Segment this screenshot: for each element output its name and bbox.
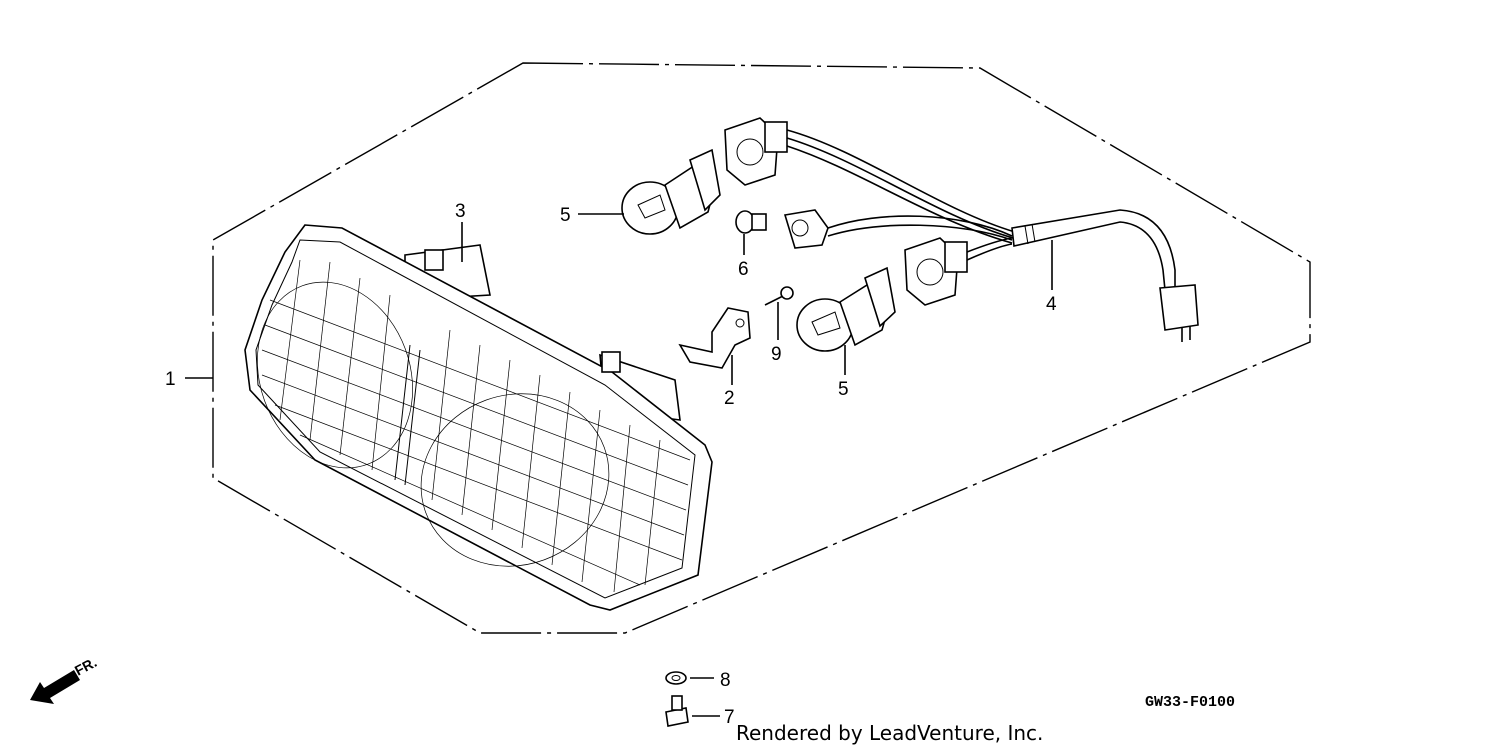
headlight-assembly bbox=[244, 224, 713, 611]
callout-8: 8 bbox=[720, 670, 731, 691]
callout-2: 2 bbox=[724, 388, 735, 409]
callout-4: 4 bbox=[1046, 294, 1057, 315]
screw bbox=[764, 286, 794, 306]
headlight-bulb-lower bbox=[796, 266, 896, 352]
socket-harness bbox=[724, 117, 1199, 342]
mounting-bracket bbox=[678, 307, 751, 369]
position-bulb bbox=[735, 210, 767, 234]
render-credit: Rendered by LeadVenture, Inc. bbox=[736, 721, 1043, 745]
callout-6: 6 bbox=[738, 259, 749, 280]
callout-3: 3 bbox=[455, 201, 466, 222]
callout-7: 7 bbox=[724, 707, 735, 728]
leader-lines bbox=[185, 213, 1053, 717]
callout-5-lower: 5 bbox=[838, 379, 849, 400]
callout-1: 1 bbox=[165, 369, 176, 390]
nut bbox=[665, 671, 687, 685]
callout-5-upper: 5 bbox=[560, 205, 571, 226]
headlight-bulb-upper bbox=[621, 148, 721, 235]
diagram-code: GW33-F0100 bbox=[1145, 694, 1235, 711]
assembly-outline bbox=[212, 62, 1311, 634]
lens-pattern bbox=[257, 259, 691, 593]
front-direction-arrow-icon bbox=[30, 670, 80, 704]
callout-9: 9 bbox=[771, 344, 782, 365]
bolt bbox=[665, 695, 689, 727]
